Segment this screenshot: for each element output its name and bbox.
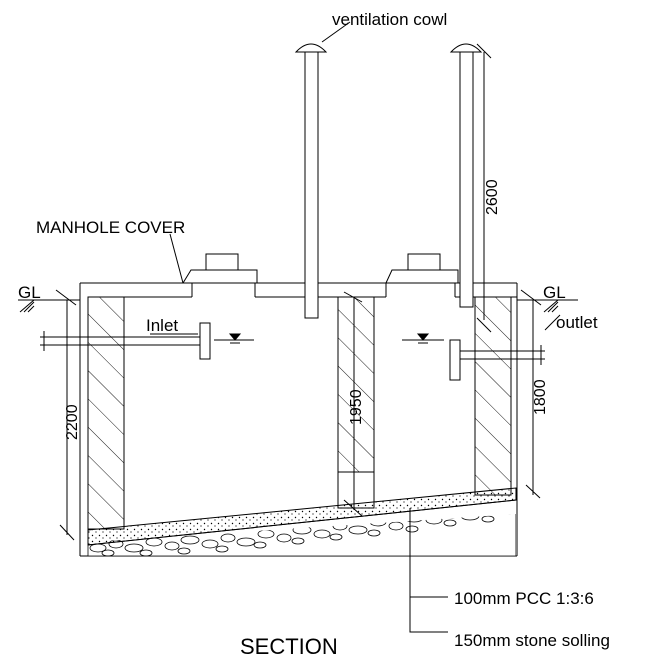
water-level-left [214, 333, 254, 344]
gl-marker-right [517, 289, 578, 313]
baffle-wall [337, 296, 375, 509]
dimension-1800: 1800 [532, 379, 549, 415]
right-wall [474, 296, 512, 496]
vent-pipe-left [294, 43, 328, 319]
dimension-2200: 2200 [64, 404, 81, 440]
dimension-1950: 1950 [348, 389, 365, 425]
vent-pipe-right [449, 43, 483, 308]
inlet-pipe [40, 322, 211, 360]
left-wall [87, 296, 125, 530]
manhole-left [182, 253, 258, 297]
gl-left-label: GL [18, 283, 41, 302]
outlet-label: outlet [556, 313, 598, 332]
water-level-right [402, 333, 444, 344]
inlet-label: Inlet [146, 316, 178, 335]
dimension-2600: 2600 [484, 179, 501, 215]
dimension-lines [59, 43, 541, 541]
outlet-pipe [449, 339, 545, 381]
gl-marker-left [18, 289, 80, 313]
manhole-cover-label: MANHOLE COVER [36, 218, 185, 237]
stone-soling-label: 150mm stone solling [454, 631, 610, 650]
gl-right-label: GL [543, 283, 566, 302]
pcc-label: 100mm PCC 1:3:6 [454, 589, 594, 608]
section-title: SECTION [240, 634, 338, 654]
manhole-right [385, 253, 459, 297]
leader-lines [150, 21, 561, 633]
ventilation-cowl-label: ventilation cowl [332, 10, 447, 29]
